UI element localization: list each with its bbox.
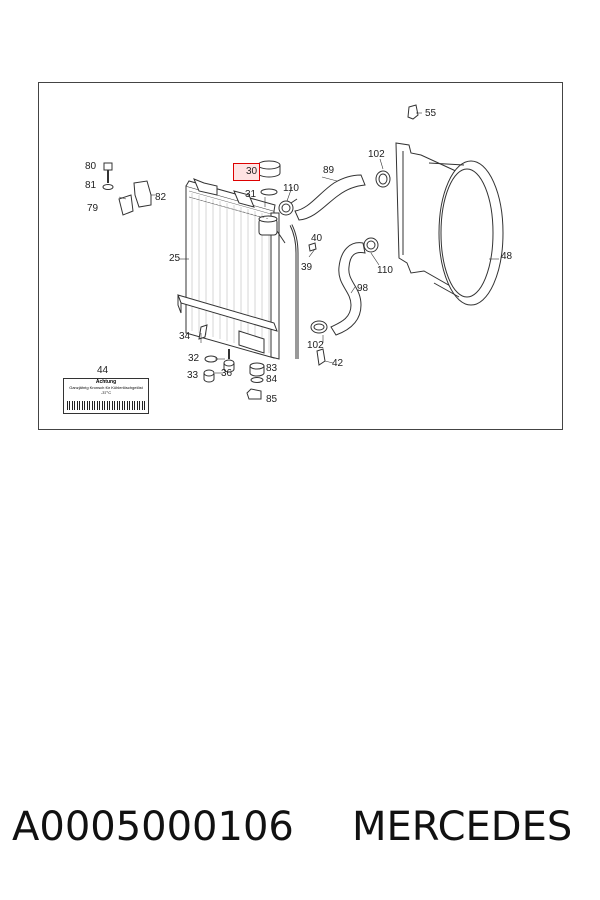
- callout-33: 33: [187, 370, 199, 381]
- callout-110-lower: 110: [377, 265, 393, 276]
- exploded-parts-diagram: 80 81 79 82 30 31 110 89 102 55 48 25 40…: [38, 82, 563, 430]
- callout-81: 81: [85, 180, 97, 191]
- clip-55: [407, 104, 419, 120]
- washer-81: [102, 184, 114, 190]
- rubber-mount-83: [249, 362, 265, 377]
- bracket-85: [246, 388, 262, 400]
- callout-36: 36: [221, 368, 233, 379]
- part-number: A0005000106: [12, 804, 294, 850]
- callout-85: 85: [266, 394, 278, 405]
- warning-label-title: Achtung: [95, 379, 117, 385]
- washer-84: [250, 377, 264, 383]
- callout-40: 40: [311, 233, 323, 244]
- callout-25: 25: [169, 253, 181, 264]
- clip-42: [316, 348, 326, 366]
- callout-102-lower: 102: [307, 340, 324, 351]
- plug-33: [203, 369, 215, 383]
- callout-83: 83: [266, 363, 278, 374]
- radiator: [177, 178, 286, 360]
- lower-hose-98: [330, 242, 366, 336]
- coolant-warning-label: Achtung Ganzjährig Kronsch für Kühlerlös…: [63, 378, 149, 414]
- bracket-79: [118, 194, 134, 216]
- callout-32: 32: [188, 353, 200, 364]
- callout-84: 84: [266, 374, 278, 385]
- brand-name: MERCEDES: [352, 804, 573, 850]
- callout-80: 80: [85, 161, 97, 172]
- callout-30-highlighted[interactable]: 30: [233, 163, 261, 181]
- overflow-tube-39: [289, 224, 299, 359]
- radiator-cap-30: [257, 160, 281, 178]
- callout-44: 44: [97, 365, 109, 376]
- leader-lines: [118, 112, 499, 374]
- callout-39: 39: [301, 262, 313, 273]
- diagram-drawing: [102, 104, 504, 400]
- upper-hose-89: [294, 174, 366, 221]
- clip-40: [308, 242, 317, 252]
- callout-48: 48: [501, 251, 513, 262]
- callout-79: 79: [87, 203, 99, 214]
- screw-36: [223, 349, 235, 373]
- callout-82: 82: [155, 192, 167, 203]
- callout-102-upper: 102: [368, 149, 385, 160]
- product-footer: A0005000106 MERCEDES: [0, 804, 600, 864]
- bolt-80: [103, 162, 113, 183]
- callout-42: 42: [332, 358, 344, 369]
- hose-clamp-102-lower: [310, 320, 328, 334]
- callout-89: 89: [323, 165, 335, 176]
- hose-clamp-102-upper: [375, 170, 391, 188]
- fan-shroud-48: [395, 142, 504, 306]
- callout-34: 34: [179, 331, 191, 342]
- callout-98: 98: [357, 283, 369, 294]
- callout-55: 55: [425, 108, 437, 119]
- callout-110-upper: 110: [283, 183, 299, 194]
- warning-label-barcode: [67, 401, 145, 410]
- warning-label-line2: -37°C: [100, 390, 112, 395]
- hose-clamp-110-lower: [363, 237, 379, 253]
- hose-clamp-110-upper: [278, 198, 298, 216]
- seal-31: [260, 188, 278, 196]
- warning-label-line1: Ganzjährig Kronsch für Kühlerlöschgelöst: [69, 385, 143, 390]
- callout-31: 31: [245, 189, 257, 200]
- rubber-mount-82: [133, 180, 152, 208]
